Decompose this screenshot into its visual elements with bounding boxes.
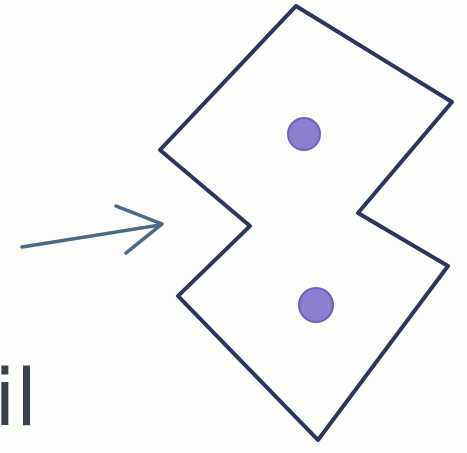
upper-nucleus-dot [288,118,320,150]
handwritten-text-fragment: il [0,354,37,444]
lower-nucleus-dot [299,288,333,322]
